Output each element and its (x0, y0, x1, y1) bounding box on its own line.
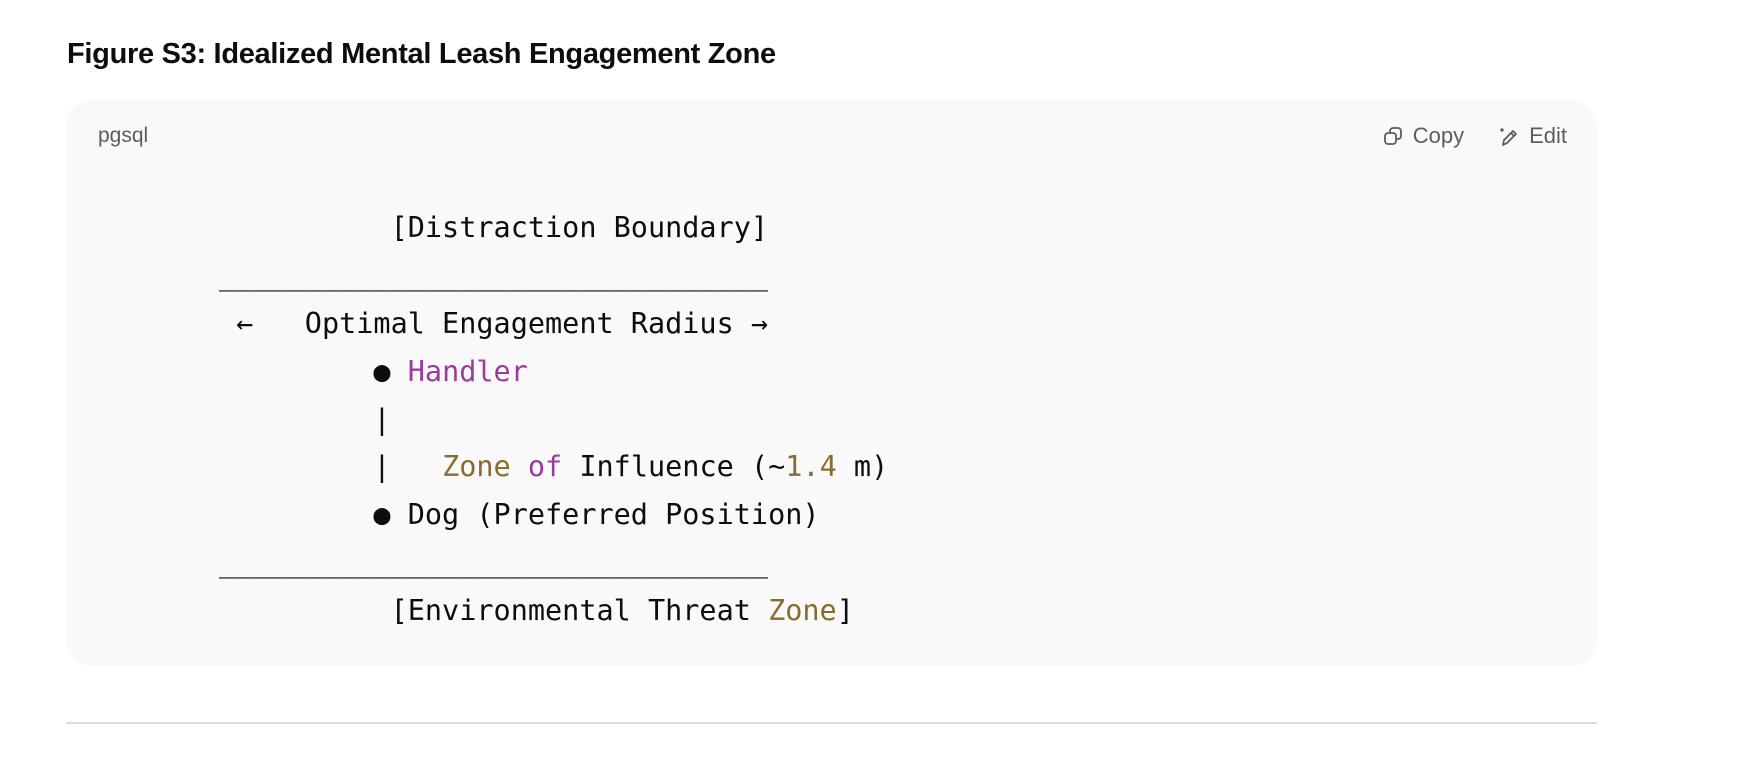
code-line: | Zone of Influence (~1.4 m) (219, 443, 888, 491)
code-text: m) (836, 450, 889, 484)
edit-pencil-icon (1498, 126, 1519, 147)
code-text: Influence (~ (562, 450, 786, 484)
code-language-label: pgsql (98, 124, 149, 147)
code-text: | (219, 450, 443, 484)
edit-label: Edit (1529, 123, 1567, 148)
code-text: ] (836, 594, 854, 628)
code-block: pgsql Copy Edit (66, 100, 1597, 666)
code-text: [Environmental Threat (219, 594, 769, 628)
code-actions: Copy Edit (1383, 123, 1567, 149)
code-number: 1.4 (785, 450, 837, 484)
code-literal: Zone (442, 450, 511, 484)
code-line: [Distraction Boundary] (219, 211, 769, 244)
code-keyword: Handler (407, 354, 528, 388)
code-line: | (219, 402, 391, 436)
code-line: ________________________________ (219, 258, 769, 292)
code-literal: Zone (768, 594, 837, 628)
copy-label: Copy (1412, 123, 1465, 148)
code-content: [Distraction Boundary] __________________… (219, 204, 888, 635)
copy-icon (1383, 126, 1403, 146)
copy-button[interactable]: Copy (1383, 123, 1464, 149)
code-line: ● Handler (219, 348, 888, 396)
code-line: ← Optimal Engagement Radius → (219, 306, 769, 340)
edit-button[interactable]: Edit (1498, 123, 1567, 149)
code-line: ● Dog (Preferred Position) (219, 498, 820, 532)
code-line: ________________________________ (219, 546, 769, 580)
code-text (511, 450, 528, 483)
code-keyword: of (527, 450, 563, 484)
code-line: [Environmental Threat Zone] (219, 587, 888, 635)
section-divider (66, 722, 1597, 724)
code-text: ● (219, 354, 408, 388)
figure-title: Figure S3: Idealized Mental Leash Engage… (67, 38, 776, 70)
